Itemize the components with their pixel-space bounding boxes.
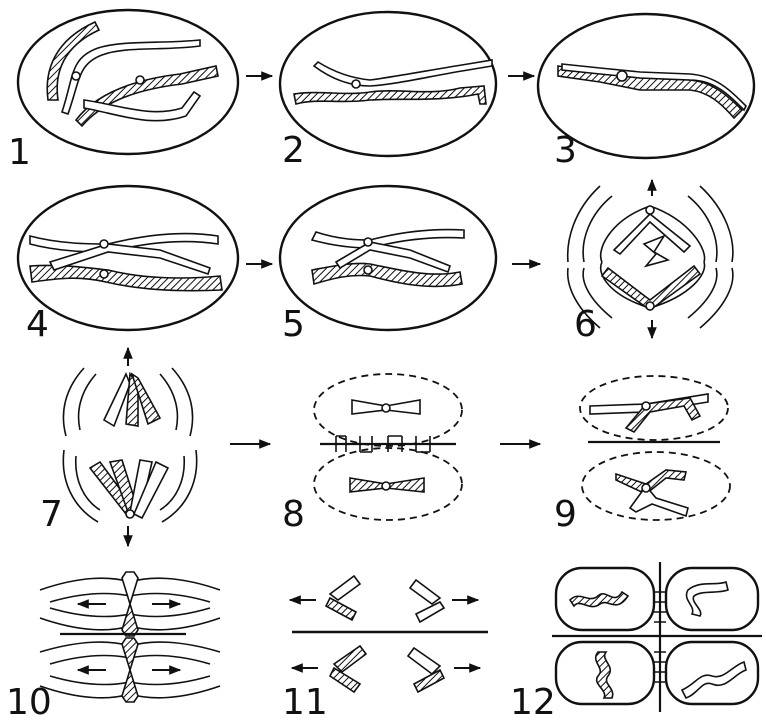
centromere: [100, 240, 108, 248]
centromere: [642, 402, 650, 410]
stage-11-anaphase-2: [290, 576, 488, 692]
chromatid-light: [410, 580, 440, 604]
chromatid-light: [330, 576, 360, 600]
stage-label: 12: [510, 682, 556, 720]
chromosome-dark: [122, 604, 138, 636]
chromatid-dark: [334, 646, 366, 672]
stage-label: 10: [6, 682, 52, 720]
aster-line: [79, 374, 96, 430]
chromosome-dark: [294, 86, 486, 104]
cell-membrane: [280, 186, 496, 330]
chromosome-dark: [122, 638, 138, 670]
aster-line: [688, 196, 717, 262]
centromere: [100, 270, 108, 278]
chromosome-light: [682, 662, 746, 698]
stage-label: 5: [282, 304, 305, 345]
chromatid-dark: [330, 668, 360, 692]
chromosome-dark: [596, 652, 613, 698]
aster-line: [583, 196, 612, 262]
centromere: [642, 484, 650, 492]
aster-line: [160, 456, 184, 510]
stage-8-telophase-1: [314, 374, 462, 520]
centromere: [364, 238, 372, 246]
stage-label: 11: [282, 682, 328, 720]
daughter-cell: [666, 642, 758, 704]
centromere: [126, 510, 134, 518]
stage-label: 1: [8, 132, 31, 173]
centromere: [382, 482, 390, 490]
chromosome-light: [686, 582, 728, 616]
centromere: [352, 80, 360, 88]
centromere: [646, 206, 654, 214]
centromere: [364, 266, 372, 274]
stage-4-diplotene: [18, 186, 238, 330]
chromatid-light: [408, 648, 440, 674]
centromere: [646, 302, 654, 310]
centromere: [617, 71, 627, 81]
stage-label: 8: [282, 494, 305, 535]
chromosome-light: [122, 572, 138, 604]
chromatid-dark: [414, 670, 444, 692]
stage-label: 9: [554, 494, 577, 535]
chromosome-light: [84, 92, 200, 121]
stage-2-zygotene: [280, 12, 496, 156]
stage-5-diakinesis: [280, 186, 496, 330]
stage-12-telophase-2-tetrad: [552, 562, 762, 712]
aster-line: [160, 374, 177, 430]
chromatid-dark: [326, 598, 356, 620]
chiasma: [644, 236, 668, 266]
stage-label: 2: [282, 130, 305, 171]
daughter-cell: [666, 568, 758, 630]
chromosome-light: [314, 60, 492, 86]
spindle-fiber: [601, 206, 650, 262]
stage-9-prophase-2: [580, 376, 730, 520]
stage-label: 6: [574, 304, 597, 345]
stage-7-anaphase-1: [63, 348, 196, 546]
centromere: [72, 72, 80, 80]
cell-membrane: [18, 186, 238, 330]
stage-label: 3: [554, 130, 577, 171]
chromatid-light: [416, 602, 444, 622]
centromere: [136, 76, 144, 84]
stage-label: 4: [26, 304, 49, 345]
chromosome-dark: [626, 398, 700, 432]
centromere: [382, 404, 390, 412]
stage-1-leptotene: [18, 10, 238, 154]
stage-10-metaphase-2: [40, 572, 220, 702]
chromosome-dark: [570, 592, 628, 607]
stage-label: 7: [40, 494, 63, 535]
chromosome-dark: [616, 470, 686, 494]
chromosome-dark: [122, 670, 138, 702]
